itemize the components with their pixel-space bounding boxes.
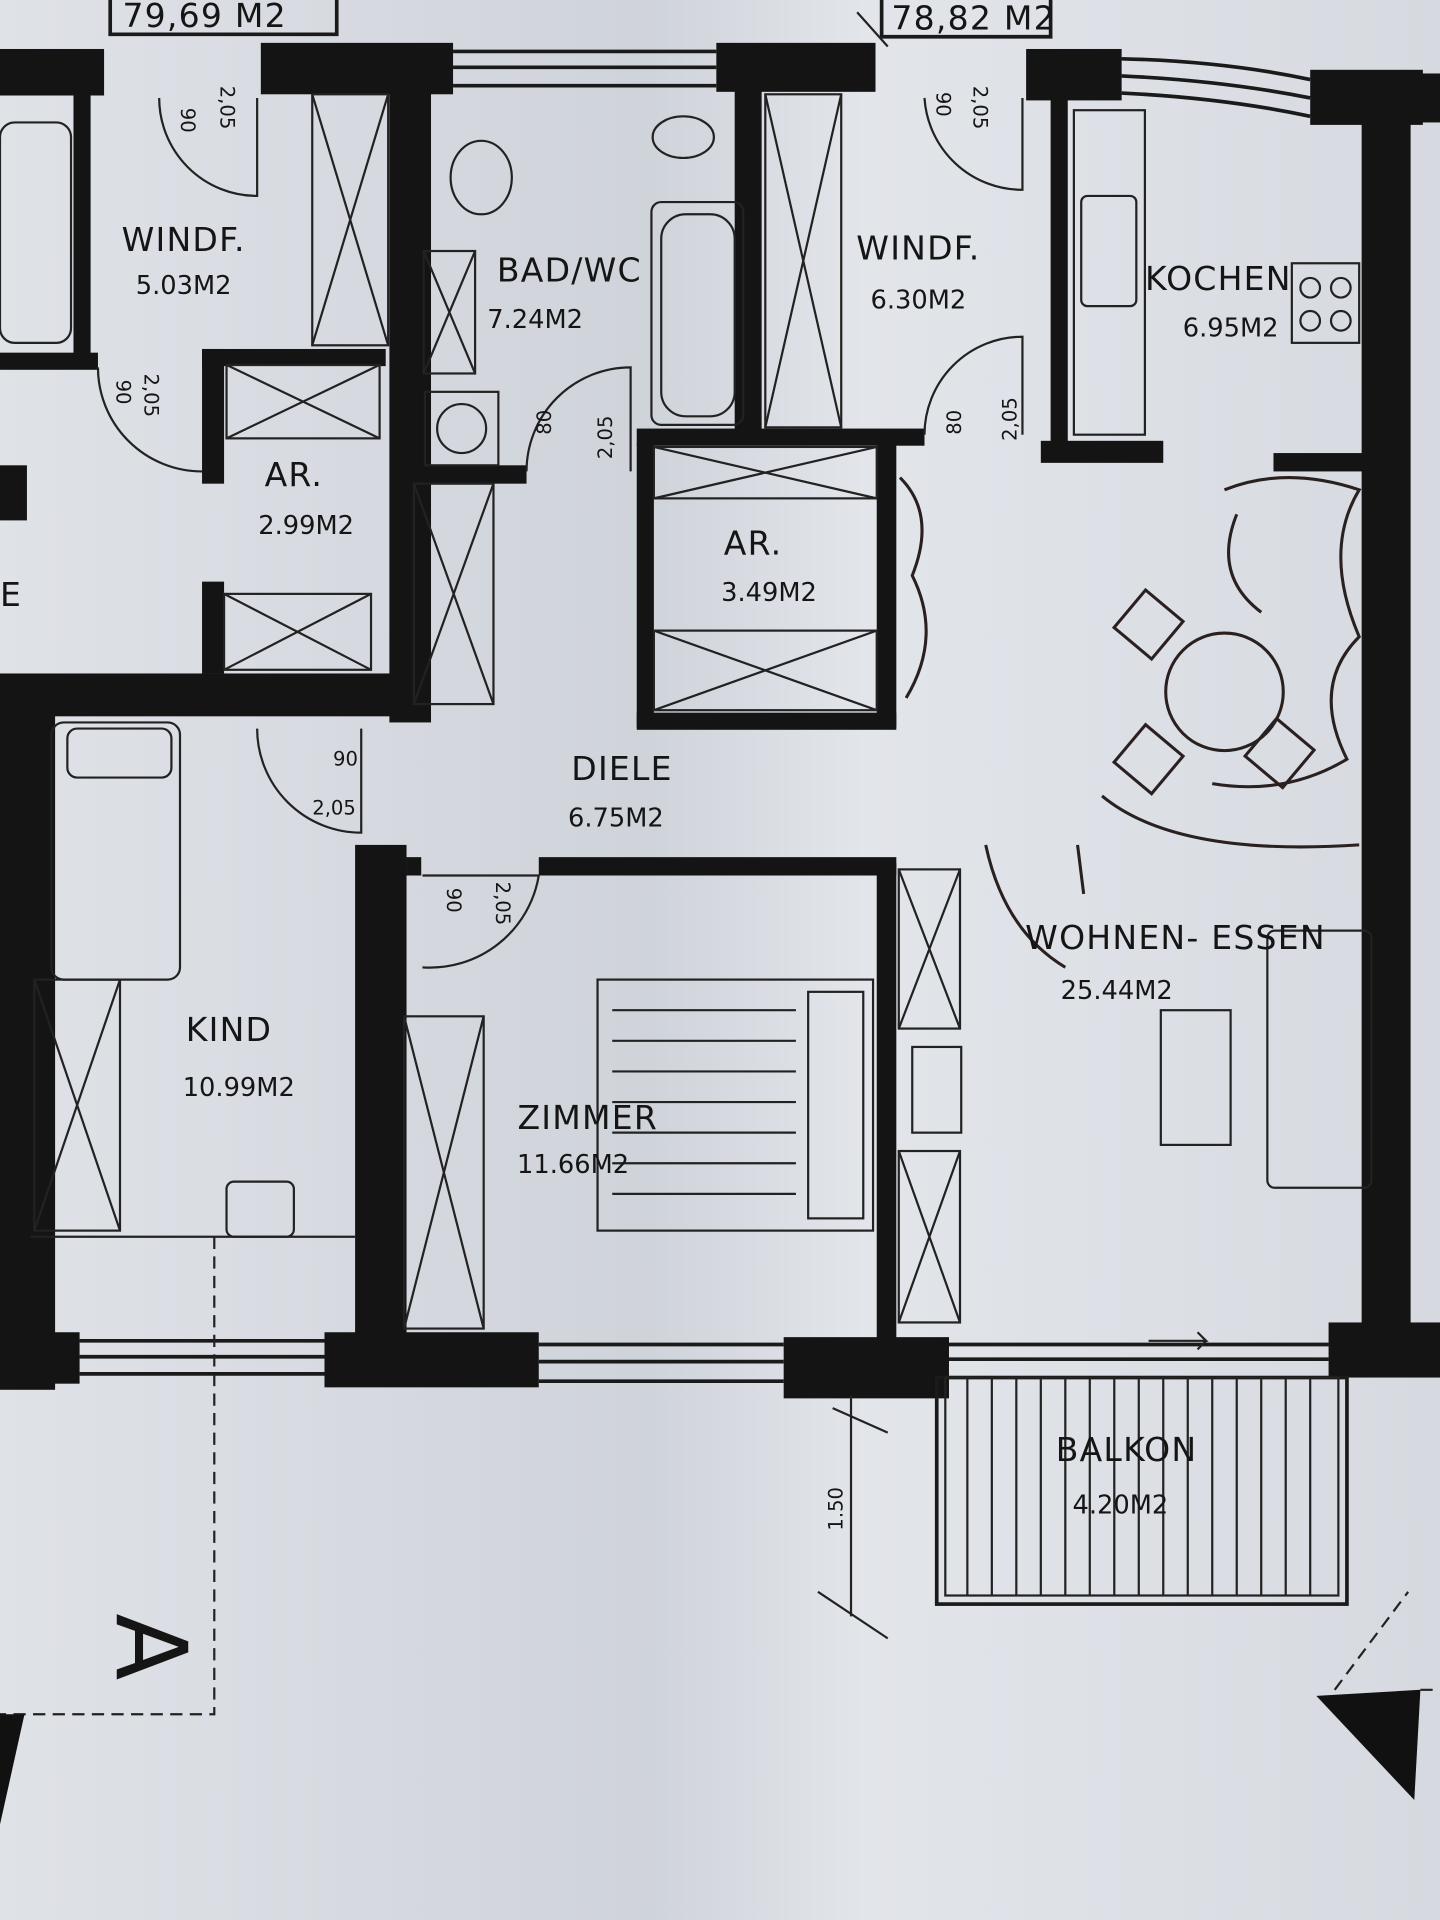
- room-abstellraum-center: AR. 3.49M2: [721, 524, 817, 609]
- room-name: BAD/WC: [497, 251, 642, 290]
- door-height-label: 2,05: [594, 416, 617, 460]
- room-area: 3.49M2: [721, 578, 817, 608]
- edge-room-label: E: [0, 575, 22, 614]
- door-width-label: 80: [533, 410, 556, 435]
- room-diele: DIELE 6.75M2: [568, 749, 672, 834]
- door-width-label: 90: [442, 888, 465, 913]
- balcony-dimension: 1.50: [817, 1395, 889, 1640]
- section-label: A: [92, 1613, 206, 1680]
- room-windfang-left: WINDF. 5.03M2: [122, 220, 246, 301]
- washing-machine-icon: [423, 390, 500, 467]
- room-wohnen-essen: WOHNEN- ESSEN 25.44M2: [1025, 918, 1326, 1006]
- room-area: 10.99M2: [183, 1073, 295, 1103]
- room-zimmer: ZIMMER 11.66M2: [517, 1098, 658, 1180]
- bathtub-icon: [0, 121, 73, 344]
- room-name: KIND: [186, 1010, 272, 1049]
- room-labels: WINDF. 5.03M2 BAD/WC 7.24M2 WINDF. 6.30M…: [122, 220, 1326, 1521]
- unit-area-label: 79,69 M2: [122, 0, 286, 35]
- toilet-icon: [651, 115, 715, 160]
- room-kind: KIND 10.99M2: [183, 1010, 295, 1103]
- room-name: BALKON: [1056, 1430, 1198, 1469]
- room-area: 6.75M2: [568, 804, 664, 834]
- door-height-label: 2,05: [312, 796, 356, 819]
- door-height-label: 2,05: [968, 86, 991, 130]
- room-name: DIELE: [571, 749, 672, 788]
- unit-area-label: 78,82 M2: [891, 0, 1055, 37]
- balcony: [934, 1331, 1349, 1606]
- room-name: WOHNEN- ESSEN: [1025, 918, 1326, 957]
- room-name: KOCHEN: [1145, 259, 1292, 298]
- room-area: 11.66M2: [517, 1150, 629, 1180]
- double-bed-icon: [596, 978, 875, 1232]
- room-windfang-right: WINDF. 6.30M2: [856, 229, 980, 316]
- bed-icon: [50, 721, 182, 981]
- sofa-icon: [1266, 929, 1373, 1189]
- room-abstellraum-left: AR. 2.99M2: [258, 455, 354, 541]
- room-name: WINDF.: [122, 220, 246, 259]
- room-area: 6.30M2: [870, 286, 966, 316]
- wardrobes: [33, 93, 962, 1330]
- door-width-label: 90: [176, 108, 199, 133]
- washbasin-icon: [449, 139, 513, 216]
- door-height-label: 2,05: [998, 397, 1021, 441]
- hand-drawn-furniture-sketch: [898, 476, 1362, 969]
- room-area: 5.03M2: [136, 271, 232, 301]
- bathtub-icon: [650, 200, 745, 426]
- kitchen-counter: [1072, 109, 1146, 436]
- unit-total-left: 79,69 M2: [108, 0, 339, 37]
- unit-total-right: 78,82 M2: [856, 0, 1055, 48]
- room-name: WINDF.: [856, 229, 980, 268]
- door-width-label: 90: [111, 380, 134, 405]
- sink-icon: [1080, 194, 1138, 308]
- doors: 90 2,05 90 2,05 80 2,05 90 2,05 80 2,05 …: [96, 86, 1024, 969]
- door-height-label: 2,05: [491, 882, 514, 926]
- room-name: AR.: [724, 524, 783, 563]
- stove-icon: [1290, 262, 1361, 344]
- room-area: 6.95M2: [1183, 314, 1279, 344]
- door-height-label: 2,05: [139, 373, 162, 417]
- walls: [0, 42, 1440, 1399]
- door-height-label: 2,05: [215, 86, 238, 130]
- tv-icon: [911, 1045, 963, 1134]
- room-name: AR.: [265, 455, 324, 494]
- dimension-label: 1.50: [824, 1487, 847, 1531]
- room-bad-wc: BAD/WC 7.24M2: [487, 251, 642, 336]
- room-area: 7.24M2: [487, 305, 583, 335]
- room-name: ZIMMER: [517, 1098, 658, 1137]
- door-width-label: 90: [333, 747, 358, 770]
- coffee-table: [1159, 1009, 1232, 1146]
- room-kochen: KOCHEN 6.95M2: [1145, 259, 1292, 344]
- section-marker-a: A: [0, 1236, 1440, 1825]
- room-balkon: BALKON 4.20M2: [1056, 1430, 1198, 1521]
- door-width-label: 80: [943, 410, 966, 435]
- fixtures: [0, 109, 1373, 1238]
- door-width-label: 90: [932, 92, 955, 117]
- windows: [79, 49, 1329, 1384]
- room-area: 4.20M2: [1073, 1490, 1169, 1520]
- room-area: 2.99M2: [258, 511, 354, 541]
- room-area: 25.44M2: [1061, 976, 1173, 1006]
